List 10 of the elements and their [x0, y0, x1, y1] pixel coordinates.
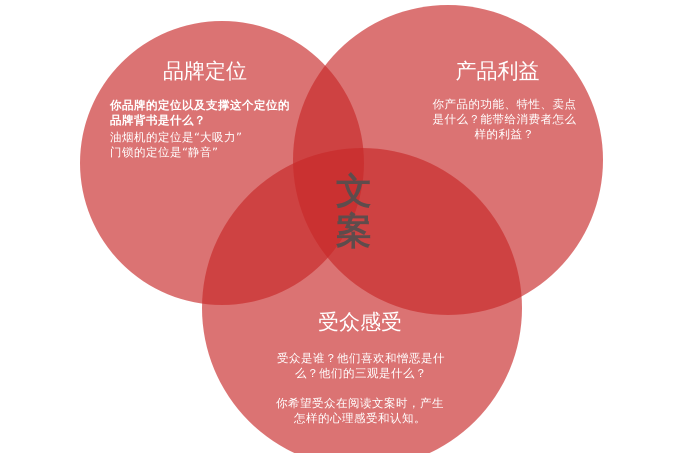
- circle-text: 你希望受众在阅读文案时，产生怎样的心理感受和认知。: [275, 396, 445, 426]
- circle-heading: 品牌定位: [162, 58, 248, 85]
- center-title: 文案: [336, 172, 372, 252]
- circle-text: 油烟机的定位是“大吸力”: [110, 130, 243, 145]
- circle-text: 你品牌的定位以及支撑这个定位的品牌背书是什么？: [110, 98, 290, 128]
- circle-heading: 受众感受: [317, 309, 403, 336]
- circle-heading: 产品利益: [454, 58, 540, 85]
- circle-text: 你产品的功能、特性、卖点是什么？能带给消费者怎么样的利益？: [432, 97, 577, 142]
- circle-text: 受众是谁？他们喜欢和憎恶是什么？他们的三观是什么？: [276, 351, 446, 381]
- circle-text: 门锁的定位是“静音”: [110, 145, 219, 160]
